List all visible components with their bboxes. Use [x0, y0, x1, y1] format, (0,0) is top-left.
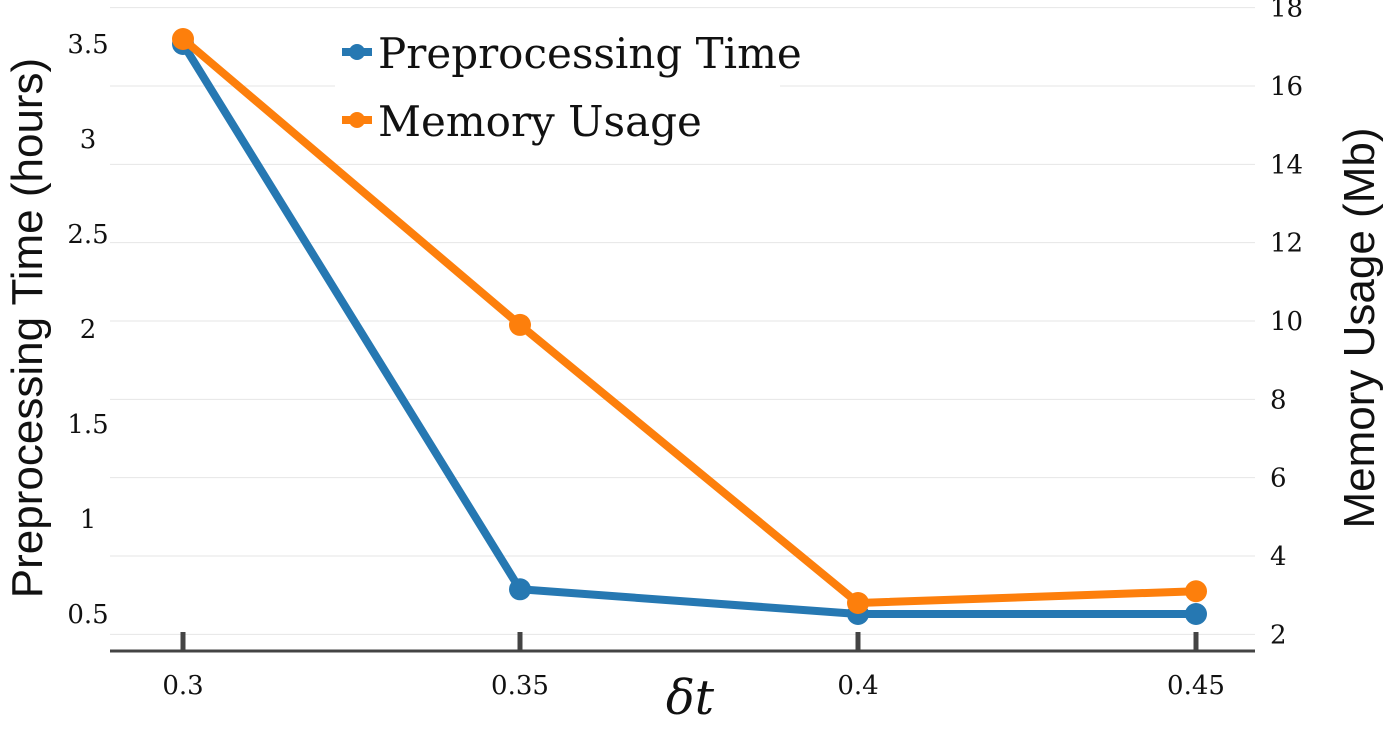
- y-left-tick-label: 1: [80, 505, 97, 535]
- data-point: [509, 578, 531, 601]
- y-right-axis-title: Memory Usage (Mb): [1335, 128, 1384, 529]
- legend-label: Memory Usage: [378, 97, 702, 146]
- x-tick-label: 0.4: [837, 671, 878, 701]
- x-tick-label: 0.3: [162, 671, 203, 701]
- x-tick-label: 0.35: [491, 671, 549, 701]
- data-point: [1185, 580, 1207, 603]
- series-memory-usage: [172, 28, 1207, 614]
- y-right-tick-label: 4: [1270, 542, 1287, 572]
- series-line: [179, 40, 1200, 618]
- x-axis-ticks: [180, 632, 1199, 651]
- y-right-tick-label: 18: [1270, 0, 1303, 24]
- y-left-tick-label: 0.5: [67, 600, 108, 630]
- legend-swatch-marker: [349, 44, 365, 60]
- data-point: [172, 28, 194, 50]
- y-left-tick-label: 1.5: [67, 410, 108, 440]
- legend: Preprocessing Time Memory Usage: [335, 18, 802, 158]
- data-point: [509, 313, 531, 336]
- y-left-tick-label: 2: [80, 315, 97, 345]
- x-axis-tick-labels: 0.3 0.35 0.4 0.45: [162, 671, 1225, 701]
- y-left-tick-label: 3.5: [67, 30, 108, 60]
- y-right-tick-label: 8: [1270, 385, 1287, 415]
- series-line: [179, 35, 1200, 607]
- x-tick-label: 0.45: [1167, 671, 1225, 701]
- series-layer: [172, 28, 1207, 625]
- legend-item-memory-usage: Memory Usage: [342, 97, 702, 146]
- y-right-tick-label: 2: [1270, 620, 1287, 650]
- data-point: [847, 592, 869, 614]
- y-left-tick-label: 2.5: [67, 220, 108, 250]
- legend-label: Preprocessing Time: [378, 29, 802, 78]
- y-right-tick-label: 12: [1270, 229, 1303, 259]
- y-right-tick-labels: 2 4 6 8 10 12 14 16 18: [1270, 0, 1303, 650]
- y-left-axis-title: Preprocessing Time (hours): [3, 58, 52, 598]
- y-right-tick-label: 14: [1270, 150, 1303, 180]
- y-left-tick-labels: 0.5 1 1.5 2 2.5 3 3.5: [67, 30, 108, 630]
- y-right-tick-label: 10: [1270, 307, 1303, 337]
- y-right-tick-label: 6: [1270, 464, 1287, 494]
- legend-background: [335, 18, 780, 158]
- x-axis-title: δt: [666, 670, 715, 726]
- y-right-tick-label: 16: [1270, 72, 1303, 102]
- legend-item-preprocessing-time: Preprocessing Time: [342, 29, 802, 78]
- y-left-tick-label: 3: [80, 125, 97, 155]
- data-point: [1185, 603, 1207, 625]
- legend-swatch-marker: [349, 112, 365, 128]
- grid: [110, 7, 1255, 635]
